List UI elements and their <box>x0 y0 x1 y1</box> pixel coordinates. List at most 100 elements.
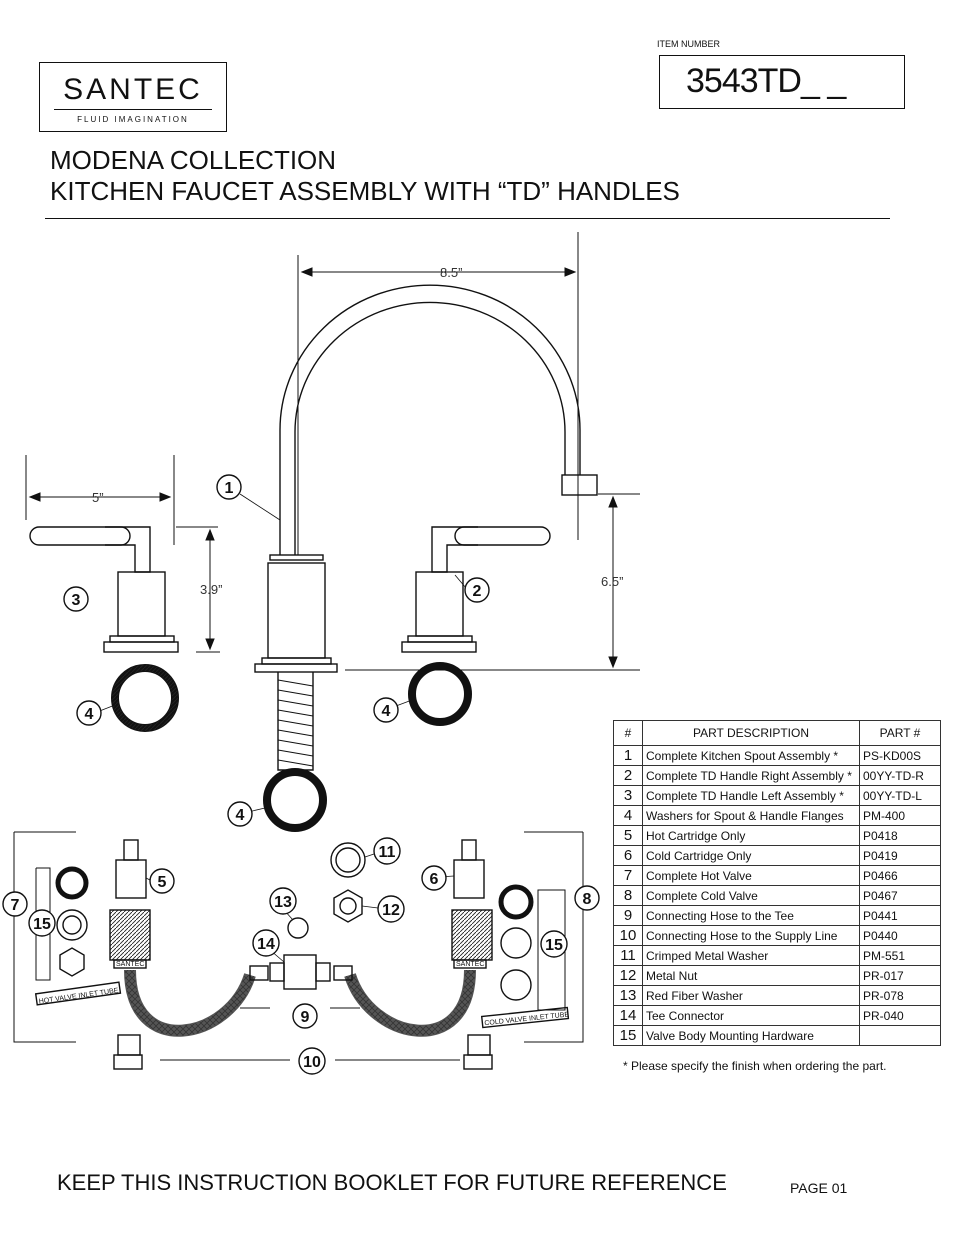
part-description: Connecting Hose to the Tee <box>642 905 860 926</box>
part-description: Red Fiber Washer <box>642 985 860 1006</box>
assembly-title: KITCHEN FAUCET ASSEMBLY WITH “TD” HANDLE… <box>50 176 680 206</box>
callout-4a: 4 <box>76 700 102 726</box>
callout-4b: 4 <box>373 697 399 723</box>
part-number: P0418 <box>859 825 941 846</box>
part-description: Tee Connector <box>642 1005 860 1026</box>
part-index: 10 <box>613 925 643 946</box>
part-description: Complete Cold Valve <box>642 885 860 906</box>
dim-spread: 8.5” <box>440 265 462 280</box>
callout-13: 13 <box>269 887 297 915</box>
callout-7: 7 <box>2 891 28 917</box>
callout-5: 5 <box>149 868 175 894</box>
callout-3: 3 <box>63 586 89 612</box>
part-number: P0466 <box>859 865 941 886</box>
part-description: Hot Cartridge Only <box>642 825 860 846</box>
part-number: P0467 <box>859 885 941 906</box>
part-index: 7 <box>613 865 643 886</box>
svg-text:8: 8 <box>583 891 592 908</box>
hot-valve-brand: SANTEC <box>116 961 144 968</box>
callout-2: 2 <box>464 577 490 603</box>
callout-8: 8 <box>574 885 600 911</box>
header-description: PART DESCRIPTION <box>642 720 860 746</box>
part-number: P0440 <box>859 925 941 946</box>
part-description: Complete TD Handle Left Assembly * <box>642 785 860 806</box>
svg-text:15: 15 <box>545 937 563 954</box>
part-index: 5 <box>613 825 643 846</box>
dim-handle-width: 5” <box>92 490 104 505</box>
part-description: Connecting Hose to the Supply Line <box>642 925 860 946</box>
santec-logo: SANTEC FLUID IMAGINATION <box>39 62 227 132</box>
part-description: Complete Hot Valve <box>642 865 860 886</box>
callout-10: 10 <box>298 1047 326 1075</box>
cold-tube-label: COLD VALVE INLET TUBE <box>484 1011 570 1027</box>
dim-handle-height: 3.9” <box>200 582 222 597</box>
part-description: Complete TD Handle Right Assembly * <box>642 765 860 786</box>
flange-washers <box>111 662 472 832</box>
svg-text:2: 2 <box>473 583 482 600</box>
svg-text:14: 14 <box>257 936 275 953</box>
part-description: Crimped Metal Washer <box>642 945 860 966</box>
callout-15a: 15 <box>28 909 56 937</box>
part-number: PR-040 <box>859 1005 941 1026</box>
callout-14: 14 <box>252 929 280 957</box>
part-callouts: 1 2 3 4 4 4 5 6 7 8 9 10 11 12 13 14 15 … <box>2 474 600 1075</box>
part-number <box>859 1025 941 1046</box>
callout-9: 9 <box>292 1003 318 1029</box>
part-index: 3 <box>613 785 643 806</box>
svg-text:1: 1 <box>225 480 234 497</box>
part-index: 11 <box>613 945 643 966</box>
svg-text:13: 13 <box>274 894 292 911</box>
part-index: 6 <box>613 845 643 866</box>
part-index: 1 <box>613 745 643 766</box>
item-number-value: 3543TD_ _ <box>686 62 846 100</box>
part-description: Metal Nut <box>642 965 860 986</box>
part-index: 13 <box>613 985 643 1006</box>
right-handle <box>401 526 551 653</box>
part-index: 8 <box>613 885 643 906</box>
svg-text:5: 5 <box>158 874 167 891</box>
spout-assembly <box>254 284 598 771</box>
valve-assemblies: SANTEC SANTEC <box>13 831 584 1070</box>
svg-text:11: 11 <box>379 844 396 861</box>
footer-text: KEEP THIS INSTRUCTION BOOKLET FOR FUTURE… <box>57 1170 727 1195</box>
callout-12: 12 <box>377 895 405 923</box>
svg-text:4: 4 <box>382 703 391 720</box>
svg-text:10: 10 <box>303 1054 321 1071</box>
svg-text:3: 3 <box>72 592 81 609</box>
part-number: P0419 <box>859 845 941 866</box>
svg-text:12: 12 <box>382 902 400 919</box>
item-number-label: ITEM NUMBER <box>657 39 720 49</box>
exploded-parts-diagram: 8.5” 5” 3.9” 6.5” SANTEC SANTEC <box>2 232 640 1075</box>
title-divider <box>45 218 890 219</box>
cold-valve-brand: SANTEC <box>456 961 484 968</box>
part-number: P0441 <box>859 905 941 926</box>
part-number: PM-551 <box>859 945 941 966</box>
svg-text:15: 15 <box>33 916 51 933</box>
logo-divider <box>54 109 212 110</box>
item-number-box: 3543TD_ _ <box>659 55 905 109</box>
svg-text:4: 4 <box>85 706 94 723</box>
part-number: 00YY-TD-R <box>859 765 941 786</box>
part-index: 9 <box>613 905 643 926</box>
dim-spout-height: 6.5” <box>601 574 623 589</box>
page-number: PAGE 01 <box>790 1180 848 1196</box>
part-description: Complete Kitchen Spout Assembly * <box>642 745 860 766</box>
dimension-labels: 8.5” 5” 3.9” 6.5” <box>92 265 623 597</box>
dimension-lines <box>25 232 640 671</box>
header-part-number: PART # <box>859 720 941 746</box>
part-number: 00YY-TD-L <box>859 785 941 806</box>
logo-tagline: FLUID IMAGINATION <box>77 115 189 124</box>
svg-text:4: 4 <box>236 807 245 824</box>
